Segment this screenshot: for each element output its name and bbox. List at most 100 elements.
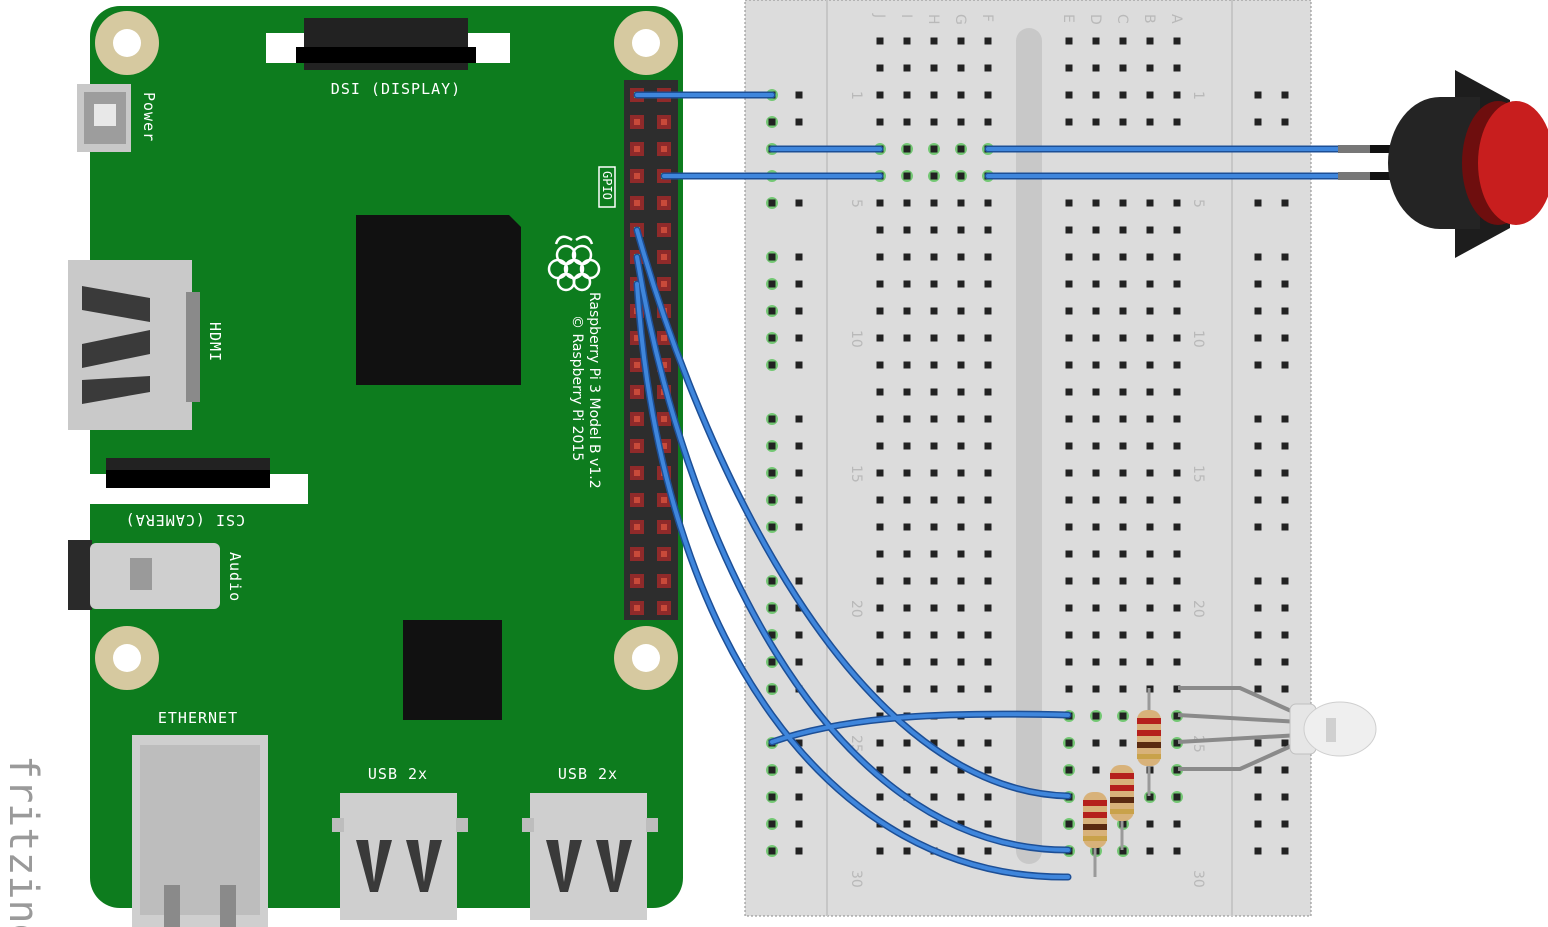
resistors bbox=[1083, 688, 1161, 877]
breadboard-hole bbox=[1146, 280, 1154, 288]
breadboard-hole bbox=[1281, 685, 1289, 693]
usb-lan-chip bbox=[403, 620, 502, 720]
breadboard-hole bbox=[795, 766, 803, 774]
breadboard-hole bbox=[1281, 307, 1289, 315]
breadboard-hole bbox=[1254, 766, 1262, 774]
breadboard-hole bbox=[1173, 361, 1181, 369]
rgb-led bbox=[1177, 686, 1377, 771]
gpio-pin-center bbox=[634, 470, 640, 476]
breadboard-hole bbox=[795, 415, 803, 423]
breadboard-row-number: 1 bbox=[1190, 91, 1206, 100]
gpio-pin-center bbox=[634, 146, 640, 152]
breadboard-hole bbox=[903, 199, 911, 207]
breadboard-hole bbox=[1092, 712, 1100, 720]
breadboard-hole bbox=[1173, 469, 1181, 477]
breadboard-hole bbox=[1065, 199, 1073, 207]
breadboard-hole bbox=[903, 658, 911, 666]
breadboard-row-number: 30 bbox=[848, 870, 864, 888]
breadboard-row-number: 10 bbox=[848, 330, 864, 348]
breadboard-hole bbox=[1281, 118, 1289, 126]
breadboard-hole bbox=[1281, 604, 1289, 612]
breadboard-hole bbox=[1119, 658, 1127, 666]
breadboard-hole bbox=[1173, 712, 1181, 720]
breadboard-hole bbox=[1173, 37, 1181, 45]
breadboard-hole bbox=[768, 523, 776, 531]
resistor bbox=[1110, 765, 1134, 850]
breadboard-hole bbox=[984, 118, 992, 126]
breadboard-hole bbox=[768, 415, 776, 423]
breadboard-hole bbox=[1146, 523, 1154, 531]
breadboard-hole bbox=[957, 91, 965, 99]
breadboard-row-number: 15 bbox=[848, 465, 864, 483]
breadboard-hole bbox=[1173, 199, 1181, 207]
breadboard-hole bbox=[1092, 442, 1100, 450]
breadboard-hole bbox=[1146, 550, 1154, 558]
breadboard-hole bbox=[1065, 496, 1073, 504]
breadboard-hole bbox=[1173, 550, 1181, 558]
breadboard-hole bbox=[1254, 847, 1262, 855]
breadboard-hole bbox=[768, 847, 776, 855]
power-connector bbox=[77, 84, 131, 152]
breadboard-hole bbox=[876, 496, 884, 504]
breadboard-hole bbox=[1119, 118, 1127, 126]
breadboard-hole bbox=[1119, 847, 1127, 855]
breadboard-hole bbox=[795, 604, 803, 612]
breadboard-hole bbox=[1281, 496, 1289, 504]
breadboard-hole bbox=[768, 469, 776, 477]
breadboard-hole bbox=[903, 685, 911, 693]
gpio-pin-center bbox=[661, 497, 667, 503]
breadboard-hole bbox=[957, 658, 965, 666]
breadboard-hole bbox=[957, 550, 965, 558]
breadboard-hole bbox=[876, 280, 884, 288]
breadboard-hole bbox=[984, 631, 992, 639]
breadboard-hole bbox=[1254, 631, 1262, 639]
breadboard-hole bbox=[795, 469, 803, 477]
breadboard-hole bbox=[1065, 37, 1073, 45]
breadboard-hole bbox=[957, 685, 965, 693]
breadboard-hole bbox=[1281, 577, 1289, 585]
breadboard-hole bbox=[1146, 658, 1154, 666]
breadboard-hole bbox=[903, 37, 911, 45]
breadboard-hole bbox=[903, 388, 911, 396]
breadboard-hole bbox=[1092, 307, 1100, 315]
breadboard-hole bbox=[957, 604, 965, 612]
breadboard-hole bbox=[957, 631, 965, 639]
breadboard-hole bbox=[768, 793, 776, 801]
breadboard-hole bbox=[1065, 631, 1073, 639]
breadboard-hole bbox=[903, 172, 911, 180]
breadboard-hole bbox=[1092, 118, 1100, 126]
breadboard-hole bbox=[1065, 388, 1073, 396]
breadboard-hole bbox=[1092, 523, 1100, 531]
breadboard-hole bbox=[1254, 91, 1262, 99]
breadboard-hole bbox=[1281, 361, 1289, 369]
gpio-header bbox=[624, 80, 678, 620]
breadboard-hole bbox=[1146, 226, 1154, 234]
breadboard-hole bbox=[1065, 118, 1073, 126]
gpio-pin-center bbox=[661, 416, 667, 422]
breadboard-hole bbox=[903, 847, 911, 855]
breadboard-hole bbox=[930, 145, 938, 153]
breadboard-hole bbox=[795, 523, 803, 531]
wire-led-red bbox=[635, 228, 1070, 798]
push-button bbox=[1338, 70, 1548, 258]
breadboard-hole bbox=[984, 280, 992, 288]
breadboard-hole bbox=[1119, 253, 1127, 261]
breadboard-hole bbox=[1146, 361, 1154, 369]
breadboard-hole bbox=[1065, 820, 1073, 828]
breadboard-hole bbox=[1119, 550, 1127, 558]
breadboard-hole bbox=[1173, 577, 1181, 585]
breadboard-hole bbox=[1146, 442, 1154, 450]
breadboard-hole bbox=[1146, 91, 1154, 99]
breadboard-hole bbox=[1119, 469, 1127, 477]
breadboard-hole bbox=[876, 739, 884, 747]
breadboard-hole bbox=[876, 685, 884, 693]
breadboard-column-letter: G bbox=[952, 14, 968, 25]
breadboard-hole bbox=[1173, 226, 1181, 234]
breadboard-hole bbox=[957, 577, 965, 585]
breadboard-hole bbox=[1119, 496, 1127, 504]
breadboard-hole bbox=[957, 37, 965, 45]
breadboard-hole bbox=[930, 469, 938, 477]
breadboard-hole bbox=[984, 334, 992, 342]
breadboard-column-letter: H bbox=[925, 14, 941, 25]
